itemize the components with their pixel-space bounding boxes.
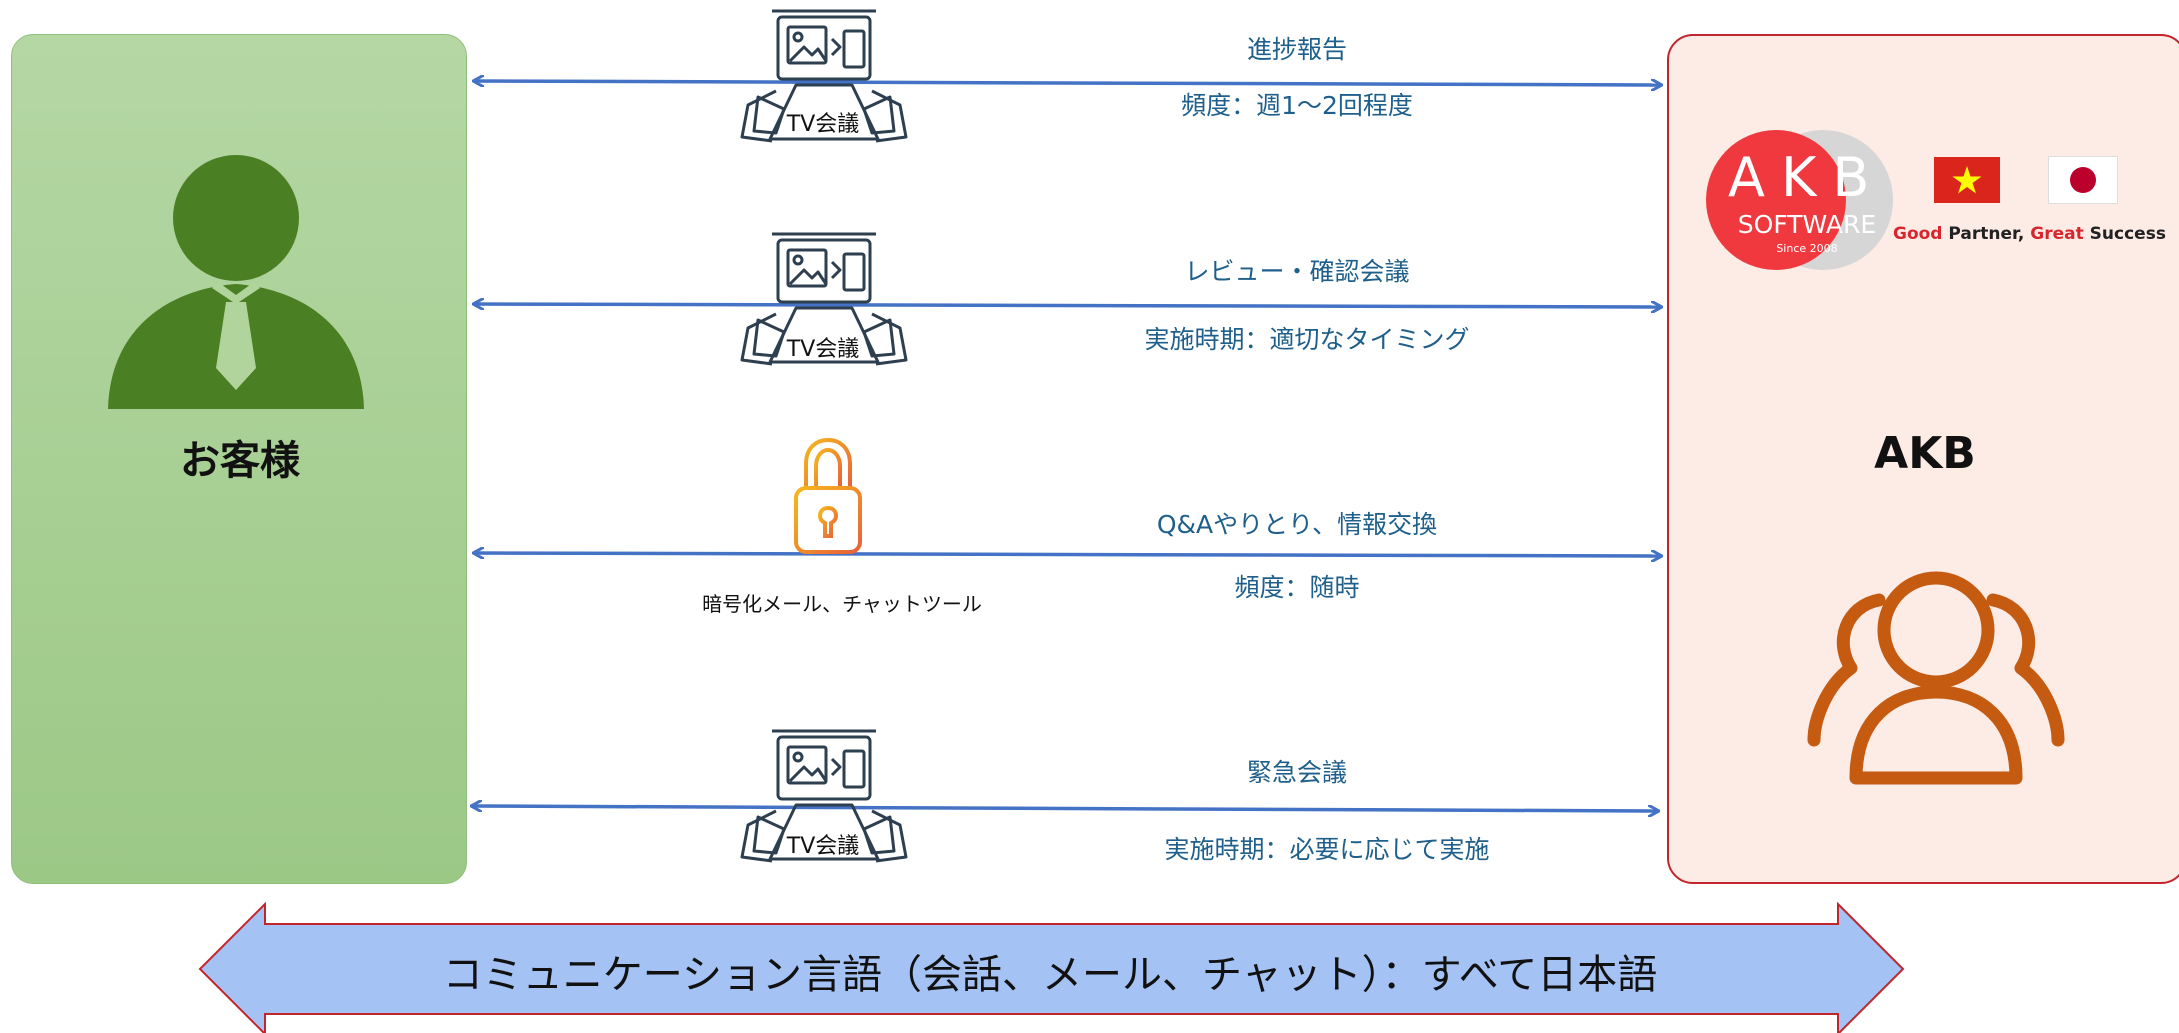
video-conference-icon bbox=[740, 729, 908, 863]
channel-title-progress: 進捗報告 bbox=[1246, 35, 1347, 64]
tool-label-urgent: TV会議 bbox=[786, 834, 860, 859]
channel-detail-urgent: 実施時期：必要に応じて実施 bbox=[1164, 835, 1490, 864]
customer-label: お客様 bbox=[180, 438, 300, 484]
businessman-icon bbox=[108, 155, 364, 409]
language-banner-text: コミュニケーション言語（会話、メール、チャット）：すべて日本語 bbox=[442, 952, 1658, 998]
akb-logo-letters: AKB bbox=[1728, 146, 1886, 209]
channel-title-review: レビュー・確認会議 bbox=[1184, 257, 1410, 286]
tool-label-qa: 暗号化メール、チャットツール bbox=[702, 592, 982, 616]
japan-flag-icon bbox=[2048, 156, 2118, 204]
channel-detail-qa: 頻度：随時 bbox=[1234, 573, 1360, 602]
tagline-partner: Partner, bbox=[1942, 224, 2031, 244]
channel-title-qa: Q&Aやりとり、情報交換 bbox=[1156, 510, 1438, 539]
tagline-great: Great bbox=[2030, 224, 2084, 244]
user-group-icon bbox=[1807, 571, 2065, 785]
channel-title-urgent: 緊急会議 bbox=[1246, 758, 1347, 787]
akb-software-logo bbox=[1706, 130, 1893, 270]
arrow-qa bbox=[474, 553, 1661, 556]
channel-detail-review: 実施時期：適切なタイミング bbox=[1144, 325, 1470, 354]
arrow-urgent bbox=[472, 806, 1658, 811]
tool-label-review: TV会議 bbox=[786, 337, 860, 362]
akb-logo-subtitle: SOFTWARE bbox=[1737, 210, 1877, 239]
tagline-success: Success bbox=[2083, 224, 2166, 244]
tagline-good: Good bbox=[1893, 224, 1943, 244]
vietnam-flag-icon bbox=[1934, 157, 2000, 203]
akb-logo-since: Since 2008 bbox=[1776, 242, 1838, 255]
arrow-progress bbox=[474, 81, 1661, 85]
arrow-review bbox=[474, 304, 1661, 307]
encrypted-lock-icon bbox=[744, 437, 862, 554]
video-conference-icon bbox=[740, 232, 908, 366]
channel-detail-progress: 頻度：週1～2回程度 bbox=[1181, 91, 1413, 120]
video-conference-icon bbox=[740, 9, 908, 143]
tagline: Good Partner, Great Success bbox=[1893, 224, 2166, 244]
vendor-label: AKB bbox=[1874, 428, 1976, 479]
tool-label-progress: TV会議 bbox=[786, 112, 860, 137]
